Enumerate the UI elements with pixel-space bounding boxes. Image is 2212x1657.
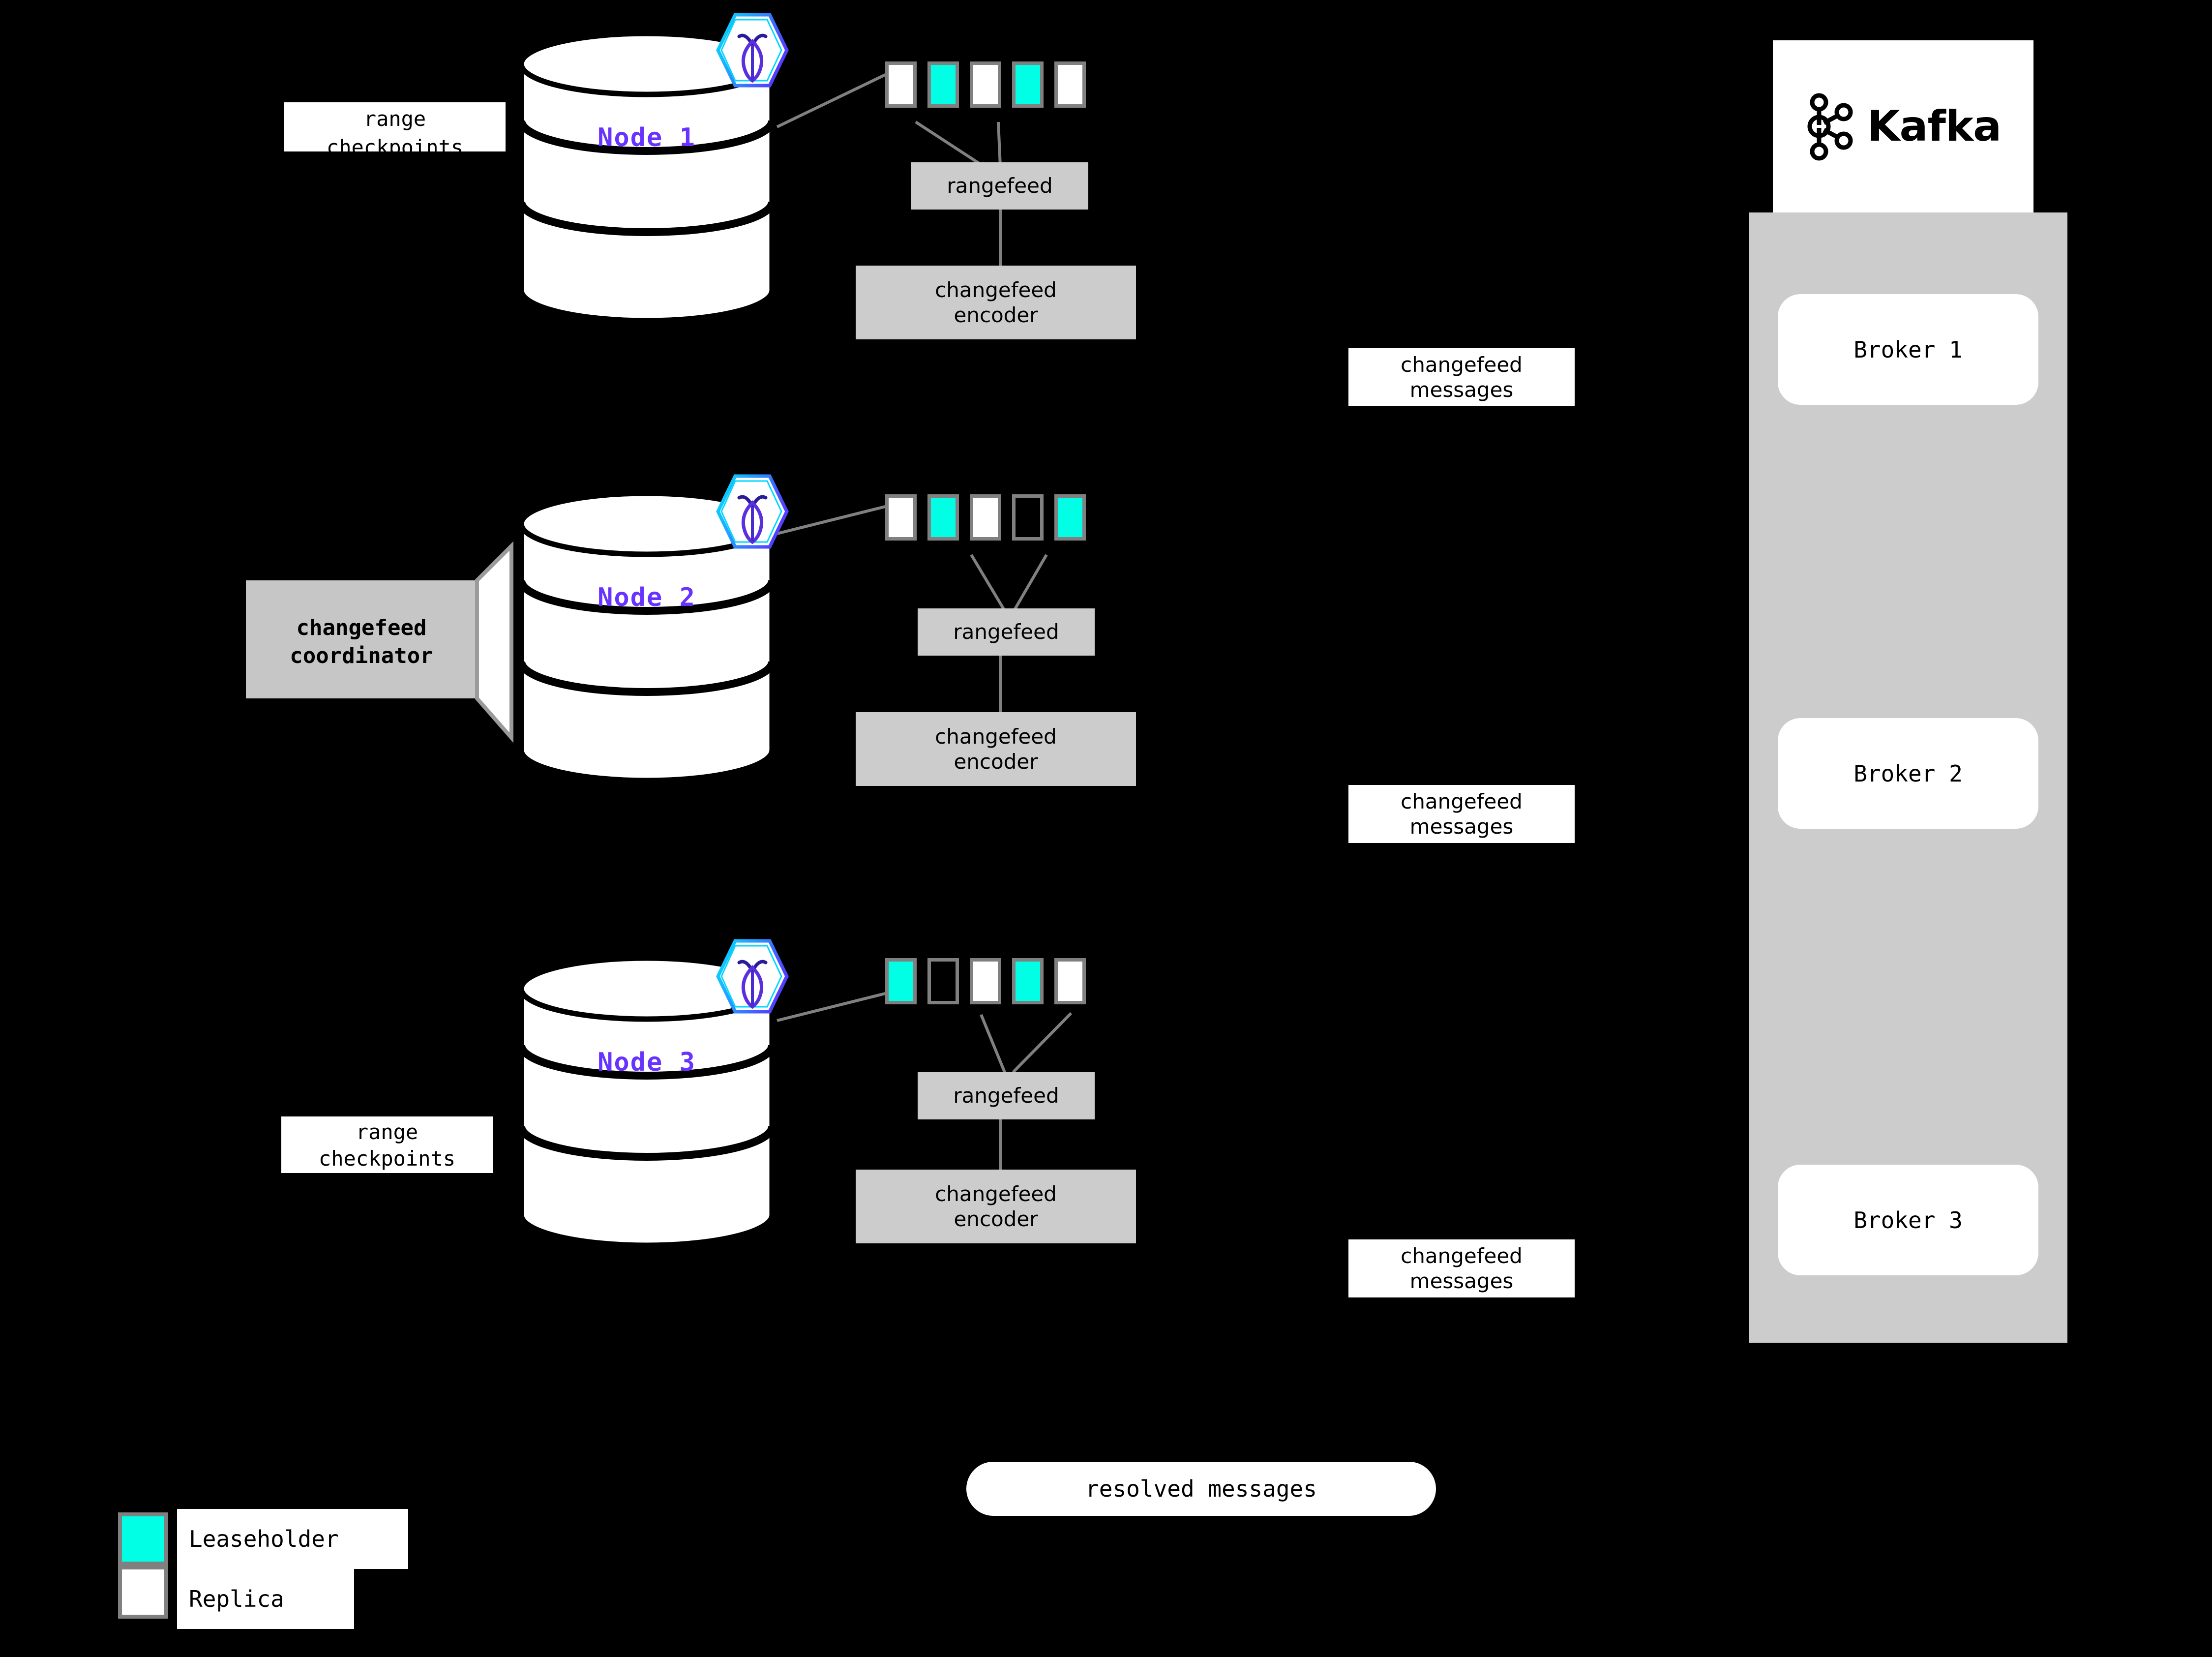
node-cylinder-1 (516, 30, 777, 325)
changefeed-encoder-box-1[interactable]: changefeed encoder (856, 266, 1136, 339)
legend-swatch-replica (118, 1566, 168, 1619)
broker-box-3[interactable]: Broker 3 (1778, 1165, 2038, 1275)
range-box[interactable] (1054, 958, 1086, 1004)
rangefeed-box-3[interactable]: rangefeed (918, 1072, 1095, 1119)
kafka-wordmark: Kafka (1867, 102, 2002, 151)
range-checkpoints-label-1: range checkpoints (284, 102, 506, 151)
range-box[interactable] (1054, 494, 1086, 541)
range-box[interactable] (885, 494, 917, 541)
legend-label-leaseholder: Leaseholder (177, 1509, 408, 1569)
node-cylinder-3 (516, 954, 777, 1249)
range-box[interactable] (1054, 61, 1086, 108)
kafka-logo-icon (1805, 90, 1858, 163)
rangefeed-box-1[interactable]: rangefeed (911, 162, 1088, 210)
cockroachdb-hexagon-icon (716, 472, 789, 551)
legend-label-replica: Replica (177, 1569, 354, 1629)
range-box[interactable] (1012, 958, 1044, 1004)
coordinator-label: changefeed coordinator (290, 615, 433, 668)
changefeed-messages-label-3: changefeed messages (1348, 1239, 1575, 1297)
cockroachdb-hexagon-icon (716, 11, 789, 90)
range-row-1 (885, 61, 1086, 108)
range-checkpoints-label-3: range checkpoints (281, 1116, 493, 1173)
range-box[interactable] (970, 494, 1001, 541)
range-box[interactable] (927, 494, 959, 541)
range-box[interactable] (1012, 61, 1044, 108)
kafka-logo-box: Kafka (1773, 40, 2033, 212)
changefeed-coordinator[interactable]: changefeed coordinator (246, 541, 536, 753)
legend-swatch-leaseholder (118, 1512, 168, 1566)
broker-box-1[interactable]: Broker 1 (1778, 294, 2038, 405)
range-row-2 (885, 494, 1086, 541)
node-label-3: Node 3 (598, 1048, 696, 1077)
range-box[interactable] (927, 61, 959, 108)
range-row-3 (885, 958, 1086, 1004)
rangefeed-box-2[interactable]: rangefeed (918, 608, 1095, 656)
changefeed-messages-label-1: changefeed messages (1348, 348, 1575, 406)
range-box[interactable] (885, 958, 917, 1004)
cockroachdb-hexagon-icon (716, 937, 789, 1016)
changefeed-encoder-box-3[interactable]: changefeed encoder (856, 1170, 1136, 1243)
node-label-1: Node 1 (598, 123, 696, 152)
node-label-2: Node 2 (598, 583, 696, 612)
changefeed-messages-label-2: changefeed messages (1348, 785, 1575, 843)
range-box[interactable] (970, 61, 1001, 108)
range-box[interactable] (885, 61, 917, 108)
range-box[interactable] (1012, 494, 1044, 541)
range-box[interactable] (970, 958, 1001, 1004)
resolved-messages-pill[interactable]: resolved messages (966, 1462, 1436, 1516)
broker-box-2[interactable]: Broker 2 (1778, 718, 2038, 829)
range-box[interactable] (927, 958, 959, 1004)
node-cylinder-2 (516, 489, 777, 784)
changefeed-encoder-box-2[interactable]: changefeed encoder (856, 712, 1136, 786)
